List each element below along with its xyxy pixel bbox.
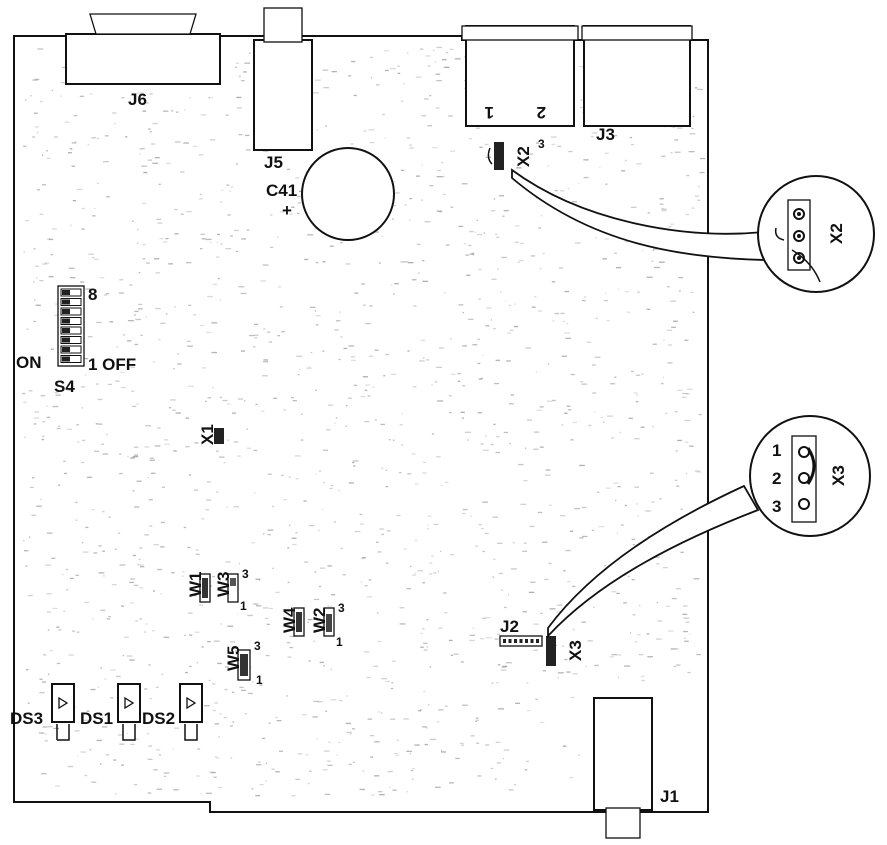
svg-text:1: 1 [772,441,781,460]
jumper-x2: X2 3 [487,137,545,170]
svg-text:W5: W5 [224,646,243,672]
led-ds3: DS3 [10,683,75,741]
jumper-w4-w2: W4 W2 3 1 [280,601,345,649]
led-ds2: DS2 [142,683,203,741]
svg-text:3: 3 [538,137,545,151]
svg-text:2: 2 [537,103,546,122]
jumper-w5: W5 3 1 [224,639,263,687]
svg-text:W4: W4 [280,607,299,633]
detail-x2: X2 [511,168,875,293]
svg-text:DS3: DS3 [10,709,43,728]
connector-j6: J6 [65,13,221,109]
svg-text:DS1: DS1 [80,709,113,728]
svg-text:3: 3 [254,639,261,653]
svg-text:8: 8 [88,285,97,304]
detail-x3: 1 2 3 X3 [547,415,871,639]
connector-j5: J5 [253,7,313,172]
connector-jack-left: 1 2 [461,25,579,127]
capacitor-c41: C41 + [266,147,395,241]
svg-text:W1: W1 [186,572,205,598]
svg-text:DS2: DS2 [142,709,175,728]
svg-text:1: 1 [240,599,247,613]
svg-text:1 OFF: 1 OFF [88,355,136,374]
svg-text:W2: W2 [310,608,329,634]
jumper-x3: X3 [546,636,585,666]
jumper-w1-w3: W1 W3 3 1 [186,567,249,613]
svg-text:J5: J5 [264,153,283,172]
connector-j2: J2 [499,617,543,647]
svg-text:J3: J3 [596,125,615,144]
svg-text:X3: X3 [566,640,585,661]
svg-text:C41: C41 [266,181,297,200]
jumper-x1: X1 [198,424,224,445]
svg-text:S4: S4 [54,377,75,396]
svg-text:J6: J6 [128,90,147,109]
svg-text:3: 3 [338,601,345,615]
svg-text:W3: W3 [214,572,233,598]
svg-text:2: 2 [772,469,781,488]
led-ds1: DS1 [80,683,141,741]
svg-text:3: 3 [772,497,781,516]
connector-j3: J3 [581,25,693,144]
svg-text:3: 3 [242,567,249,581]
svg-text:1: 1 [336,635,343,649]
svg-text:J1: J1 [660,787,679,806]
svg-text:1: 1 [256,673,263,687]
svg-text:X2: X2 [514,146,533,167]
board-speckle [22,46,706,797]
svg-text:ON: ON [16,353,42,372]
svg-text:X2: X2 [827,223,846,244]
svg-text:1: 1 [485,103,494,122]
connector-j1: J1 [593,697,679,839]
svg-text:J2: J2 [500,617,519,636]
svg-text:X3: X3 [829,465,848,486]
dip-switch-s4: 8 ON 1 OFF S4 [16,285,136,396]
svg-text:X1: X1 [198,424,217,445]
svg-text:+: + [282,201,292,220]
